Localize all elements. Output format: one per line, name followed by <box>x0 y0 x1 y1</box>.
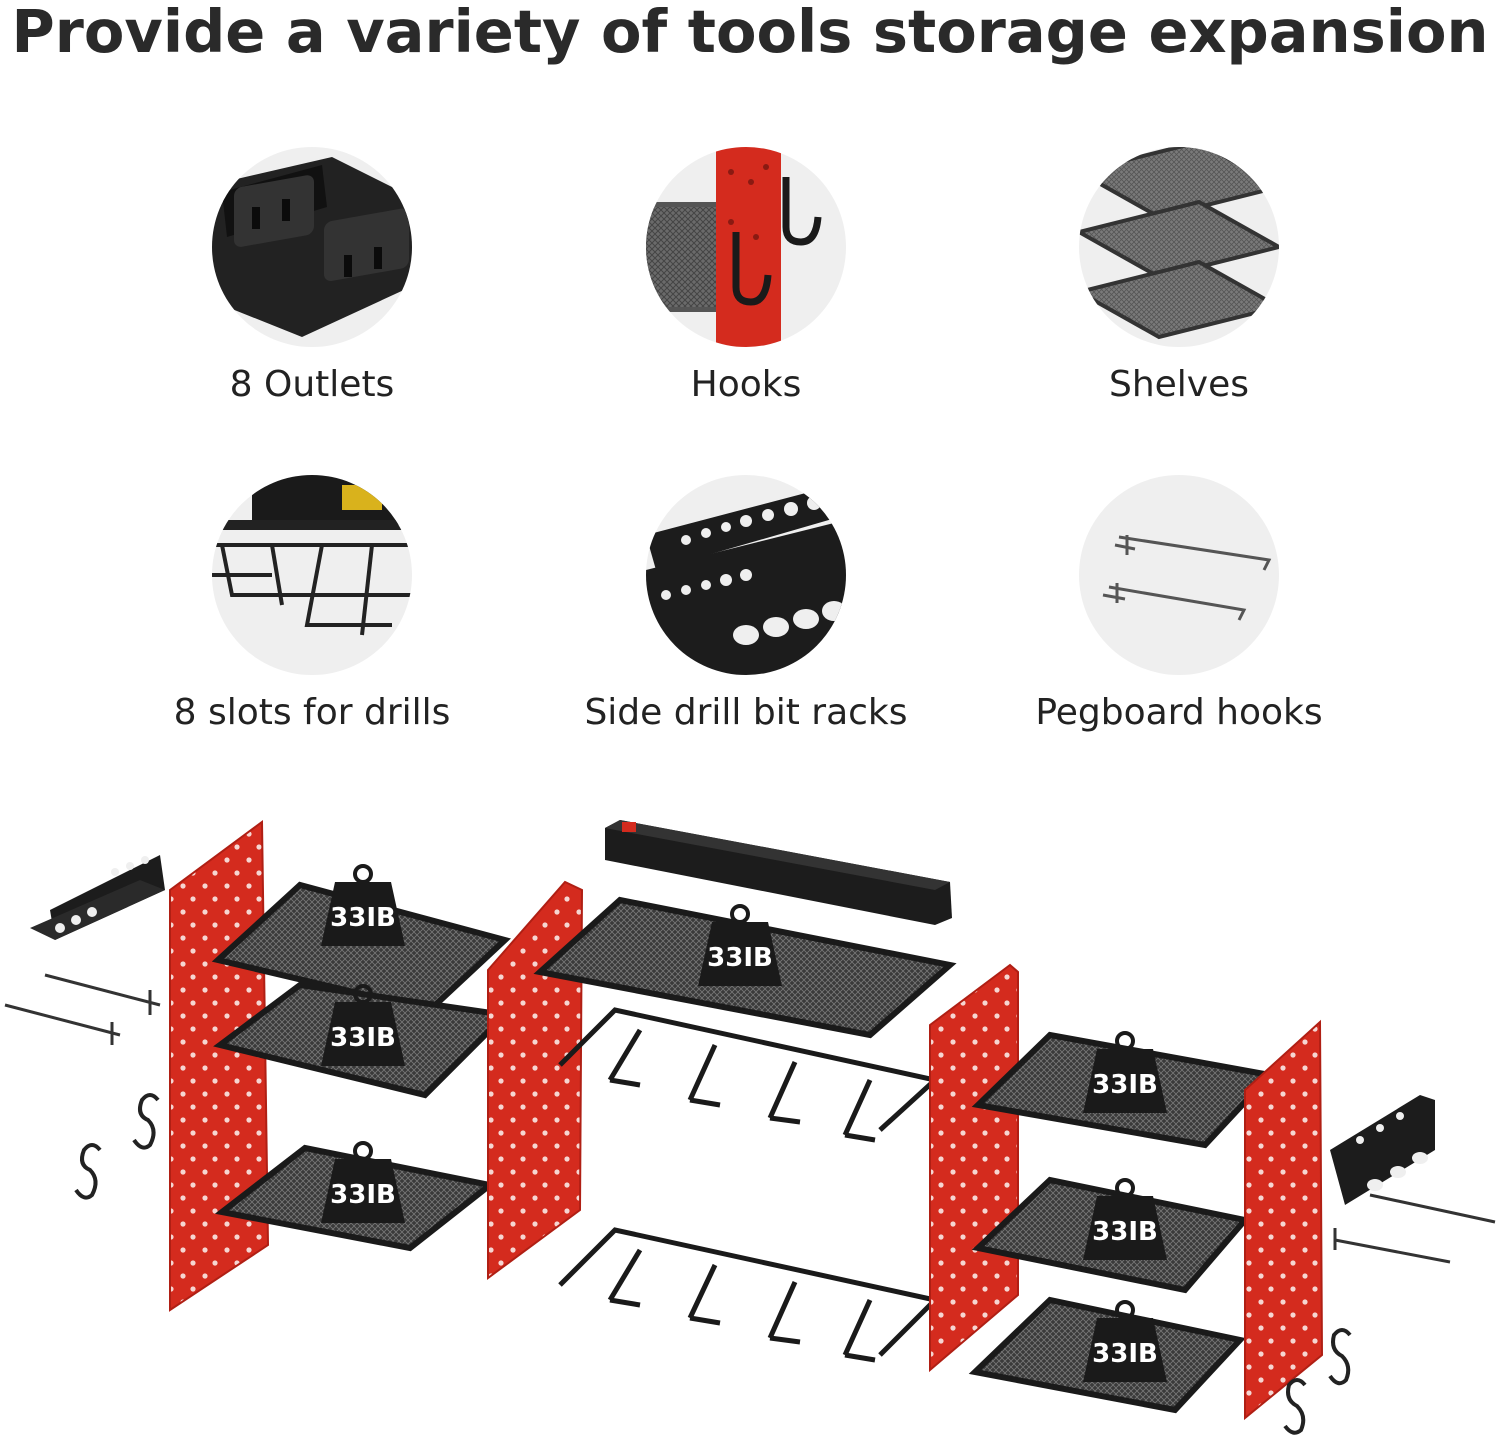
right-drill-bit-rack <box>1330 1095 1435 1205</box>
pegboard-straight-hooks-icon <box>1079 475 1279 675</box>
weight-badge: 33IB <box>1083 1031 1167 1113</box>
weight-badge: 33IB <box>321 864 405 946</box>
pegboard-hooks-closeup-icon <box>646 147 846 347</box>
weight-label: 33IB <box>707 943 773 973</box>
feature-label: Pegboard hooks <box>1035 692 1323 733</box>
weight-badge: 33IB <box>1083 1178 1167 1260</box>
drill-slot-rack-lower <box>558 1227 941 1363</box>
right-pegboard-hooks <box>1333 1193 1496 1264</box>
drill-slot-rack-upper <box>558 1007 941 1143</box>
weight-label: 33IB <box>330 903 396 933</box>
weight-body <box>698 922 782 986</box>
feature-label: Side drill bit racks <box>584 692 908 733</box>
feature-label: 8 slots for drills <box>173 692 451 733</box>
weight-label: 33IB <box>330 1023 396 1053</box>
weight-label: 33IB <box>330 1180 396 1210</box>
weight-badges: 33IB 33IB 33IB 33IB 33IB 33IB 33IB <box>321 864 1167 1382</box>
weight-body <box>321 882 405 946</box>
headline: Provide a variety of tools storage expan… <box>11 0 1489 66</box>
weight-label: 33IB <box>1092 1339 1158 1369</box>
weight-label: 33IB <box>1092 1070 1158 1100</box>
assembly-illustration: 33IB 33IB 33IB 33IB 33IB 33IB 33IB <box>4 820 1496 1435</box>
weight-body <box>1083 1318 1167 1382</box>
left-s-hooks <box>74 1093 160 1200</box>
left-pegboard-hooks <box>4 973 161 1045</box>
weight-badge: 33IB <box>321 1141 405 1223</box>
weight-body <box>1083 1049 1167 1113</box>
left-drill-bit-rack <box>30 855 165 940</box>
power-strip-outlets-icon <box>212 147 412 347</box>
weight-badge: 33IB <box>321 984 405 1066</box>
weight-body <box>321 1159 405 1223</box>
center-left-red-panel <box>487 880 584 1280</box>
center-right-red-panel <box>929 963 1019 1373</box>
feature-label: 8 Outlets <box>229 364 395 405</box>
weight-body <box>1083 1196 1167 1260</box>
weight-badge: 33IB <box>698 904 782 986</box>
drill-slots-rack-icon <box>212 475 412 675</box>
left-red-panel <box>169 820 270 1312</box>
drill-bit-rack-icon <box>646 475 846 675</box>
weight-badge: 33IB <box>1083 1300 1167 1382</box>
feature-label: Hooks <box>690 364 802 405</box>
weight-ring <box>730 904 750 924</box>
power-strip <box>605 820 952 925</box>
weight-ring <box>353 864 373 884</box>
weight-body <box>321 1002 405 1066</box>
right-red-panel <box>1244 1019 1324 1421</box>
weight-label: 33IB <box>1092 1217 1158 1247</box>
mesh-shelves-icon <box>1079 147 1279 347</box>
right-s-hooks <box>1283 1328 1352 1435</box>
feature-label: Shelves <box>1108 364 1250 405</box>
